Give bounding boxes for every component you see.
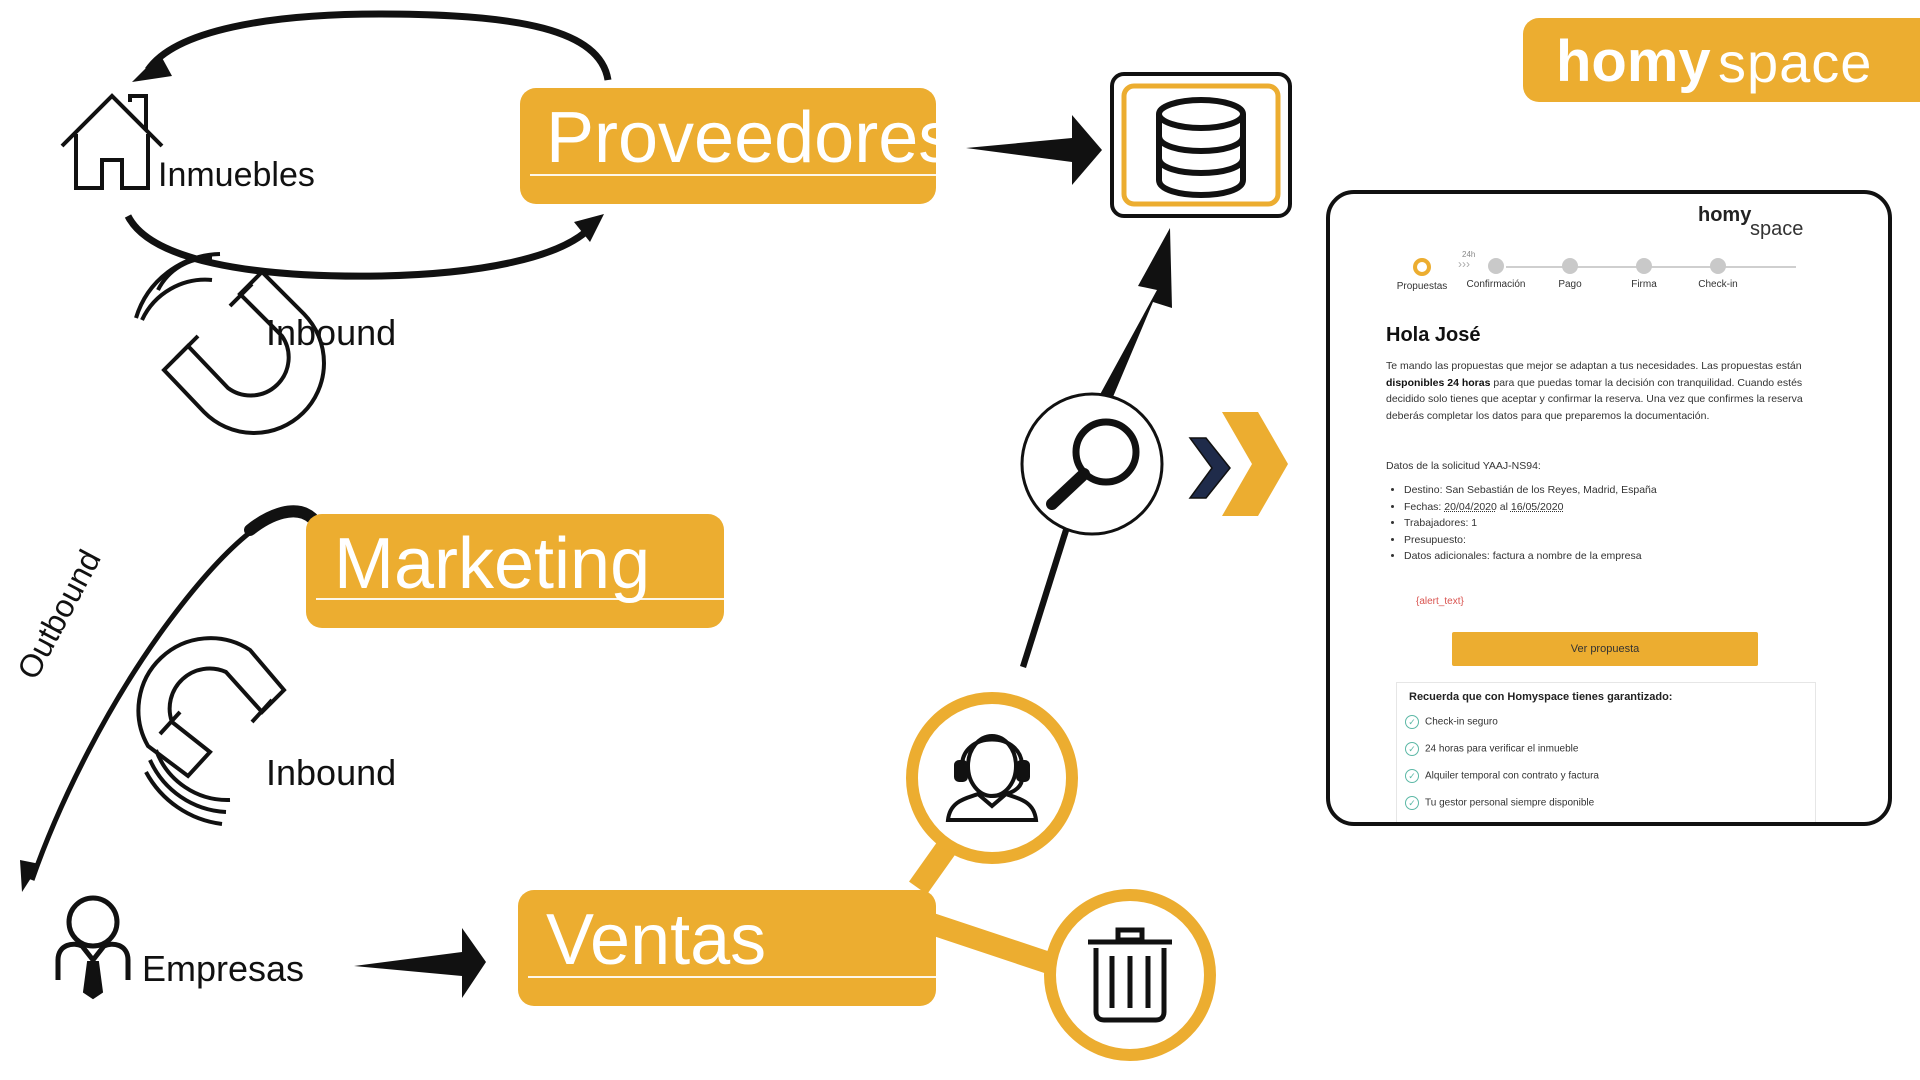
guarantee-text: Tu gestor personal siempre disponible bbox=[1425, 797, 1595, 809]
progress-steps: 24h ››› Propuestas Confirmación Pago Fir… bbox=[1397, 250, 1802, 298]
trash-icon bbox=[1044, 889, 1216, 1061]
ver-propuesta-button[interactable]: Ver propuesta bbox=[1452, 632, 1758, 666]
database-icon bbox=[1110, 72, 1292, 218]
step-confirmacion: Confirmación bbox=[1451, 258, 1541, 290]
box-proveedores: Proveedores bbox=[520, 88, 954, 204]
cycle-arrow-bottom bbox=[124, 214, 593, 280]
step-checkin: Check-in bbox=[1673, 258, 1763, 290]
logo-homy: homy bbox=[1556, 29, 1711, 94]
search-icon bbox=[1020, 392, 1164, 536]
cycle-arrow-top bbox=[145, 10, 612, 81]
email-intro-bold: disponibles 24 horas bbox=[1386, 376, 1491, 389]
step-caption: Propuestas bbox=[1396, 281, 1448, 292]
guarantee-title: Recuerda que con Homyspace tienes garant… bbox=[1409, 691, 1673, 703]
box-proveedores-underline bbox=[530, 174, 936, 176]
step-dot bbox=[1562, 258, 1578, 274]
guarantee-text: Alquiler temporal con contrato y factura bbox=[1425, 770, 1599, 782]
arrow-to-ventas bbox=[354, 928, 486, 998]
check-circle-icon: ✓ bbox=[1405, 769, 1419, 783]
step-caption: Pago bbox=[1558, 279, 1582, 290]
label-inmuebles: Inmuebles bbox=[158, 156, 315, 194]
email-alert-text: {alert_text} bbox=[1416, 596, 1464, 607]
guarantee-text: Check-in seguro bbox=[1425, 716, 1498, 728]
check-circle-icon: ✓ bbox=[1405, 796, 1419, 810]
guarantee-text: 24 horas para verificar el inmueble bbox=[1425, 743, 1579, 755]
email-intro-part2: para que puedas tomar la decisión con tr… bbox=[1386, 376, 1803, 422]
guarantee-item: ✓ Alquiler temporal con contrato y factur… bbox=[1405, 769, 1599, 783]
step-dot-active bbox=[1413, 258, 1431, 276]
detail-trabajadores: Trabajadores: 1 bbox=[1404, 515, 1844, 532]
detail-presupuesto: Presupuesto: bbox=[1404, 532, 1844, 549]
box-ventas: Ventas bbox=[518, 890, 936, 1006]
detail-fechas: Fechas: 20/04/2020 al 16/05/2020 bbox=[1404, 499, 1844, 516]
box-marketing-underline bbox=[316, 598, 724, 600]
step-caption: Confirmación bbox=[1466, 279, 1526, 290]
guarantee-item: ✓ 24 horas para verificar el inmueble bbox=[1405, 742, 1578, 756]
step-dot bbox=[1488, 258, 1504, 274]
line-to-search bbox=[1020, 526, 1070, 668]
businessman-icon bbox=[55, 895, 131, 1000]
box-ventas-label: Ventas bbox=[546, 900, 767, 980]
box-marketing-label: Marketing bbox=[334, 524, 651, 604]
step-dot bbox=[1710, 258, 1726, 274]
detail-fechas-al: al bbox=[1496, 500, 1511, 513]
email-preview: homy space 24h ››› Propuestas Confirmaci… bbox=[1326, 190, 1892, 826]
arrow-search-to-database bbox=[1097, 228, 1172, 404]
label-inbound-bottom: Inbound bbox=[266, 752, 397, 793]
box-marketing: Marketing bbox=[306, 514, 724, 628]
step-pago: Pago bbox=[1525, 258, 1615, 290]
check-circle-icon: ✓ bbox=[1405, 715, 1419, 729]
label-empresas: Empresas bbox=[142, 948, 305, 989]
guarantee-item: ✓ Check-in seguro bbox=[1405, 715, 1498, 729]
cycle-arrow-top-head bbox=[132, 54, 172, 82]
outbound-arrow-thick bbox=[244, 505, 318, 536]
check-circle-icon: ✓ bbox=[1405, 742, 1419, 756]
headset-agent-icon bbox=[906, 692, 1078, 864]
email-logo-homy: homy bbox=[1698, 204, 1752, 226]
email-greeting: Hola José bbox=[1386, 324, 1481, 346]
label-inbound-top: Inbound bbox=[266, 312, 397, 353]
email-request-details: Destino: San Sebastián de los Reyes, Mad… bbox=[1386, 482, 1844, 565]
detail-fecha-fin: 16/05/2020 bbox=[1510, 500, 1564, 513]
house-icon bbox=[60, 93, 164, 190]
step-tag-24h: 24h bbox=[1462, 250, 1476, 259]
step-firma: Firma bbox=[1599, 258, 1689, 290]
chevron-right-icon bbox=[1188, 412, 1288, 516]
email-intro: Te mando las propuestas que mejor se ada… bbox=[1386, 358, 1826, 424]
guarantee-item: ✓ Tu gestor personal siempre disponible bbox=[1405, 796, 1594, 810]
box-proveedores-label: Proveedores bbox=[546, 98, 955, 178]
cycle-arrow-bottom-head bbox=[574, 214, 604, 242]
step-caption: Firma bbox=[1631, 279, 1657, 290]
email-logo: homy space bbox=[1698, 204, 1818, 244]
connector-to-trash bbox=[916, 909, 1068, 979]
step-dot bbox=[1636, 258, 1652, 274]
email-request-id: Datos de la solicitud YAAJ-NS94: bbox=[1386, 460, 1541, 472]
email-logo-space: space bbox=[1750, 218, 1804, 240]
detail-destino: Destino: San Sebastián de los Reyes, Mad… bbox=[1404, 482, 1844, 499]
outbound-arrow-head bbox=[20, 860, 40, 892]
logo-space: space bbox=[1718, 31, 1873, 94]
guarantee-box: Recuerda que con Homyspace tienes garant… bbox=[1396, 682, 1816, 822]
magnet-icon bbox=[136, 636, 287, 826]
box-ventas-underline bbox=[528, 976, 936, 978]
homyspace-logo: homy space bbox=[1523, 18, 1920, 102]
step-chevron-icon: ››› bbox=[1458, 257, 1470, 271]
magnet-icon bbox=[134, 252, 327, 436]
detail-fechas-label: Fechas: bbox=[1404, 500, 1445, 513]
arrow-to-database bbox=[966, 115, 1102, 185]
detail-adicionales: Datos adicionales: factura a nombre de l… bbox=[1404, 548, 1844, 565]
email-intro-part1: Te mando las propuestas que mejor se ada… bbox=[1386, 360, 1802, 372]
step-propuestas: Propuestas bbox=[1377, 258, 1467, 292]
step-caption: Check-in bbox=[1698, 279, 1738, 290]
detail-fecha-inicio: 20/04/2020 bbox=[1444, 500, 1497, 513]
